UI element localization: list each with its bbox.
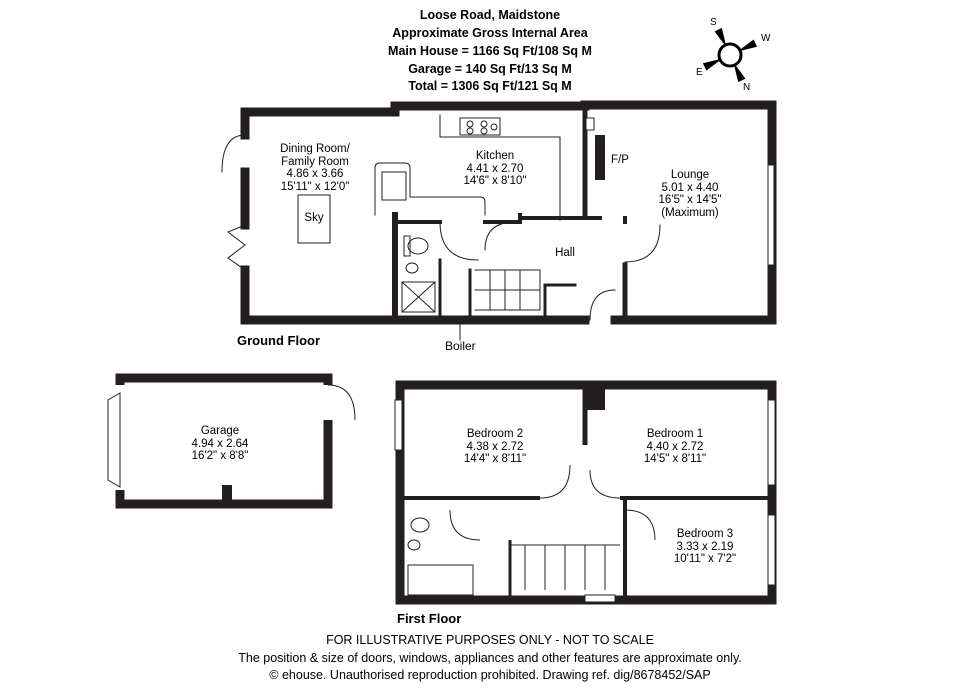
main-house-area: Main House = 1166 Sq Ft/108 Sq M — [388, 44, 592, 58]
lounge-label: Lounge 5.01 x 4.40 16'5" x 14'5" (Maximu… — [658, 169, 722, 219]
dining-room-label: Dining Room/ Family Room 4.86 x 3.66 15'… — [280, 143, 350, 193]
hall-label: Hall — [555, 247, 575, 259]
ground-floor-label: Ground Floor — [237, 333, 321, 348]
boiler-label: Boiler — [445, 339, 476, 353]
garage-area: Garage = 140 Sq Ft/13 Sq M — [408, 62, 572, 76]
first-floor-walls — [394, 380, 777, 605]
garage-label: Garage 4.94 x 2.64 16'2" x 8'8" — [191, 425, 249, 462]
total-area: Total = 1306 Sq Ft/121 Sq M — [408, 79, 572, 93]
fireplace-label: F/P — [611, 154, 629, 166]
bedroom3-label: Bedroom 3 3.33 x 2.19 10'11" x 7'2" — [673, 528, 737, 565]
garage-walls — [107, 373, 356, 509]
skylight-label: Sky — [304, 212, 324, 224]
ground-floor-walls — [221, 100, 777, 341]
disclaimer: FOR ILLUSTRATIVE PURPOSES ONLY - NOT TO … — [326, 633, 654, 647]
area-title: Approximate Gross Internal Area — [392, 26, 588, 40]
bedroom2-label: Bedroom 2 4.38 x 2.72 14'4" x 8'11" — [463, 428, 527, 465]
compass-north: N — [743, 82, 751, 93]
bedroom1-label: Bedroom 1 4.40 x 2.72 14'5" x 8'11" — [643, 428, 707, 465]
approximation-note: The position & size of doors, windows, a… — [238, 651, 742, 665]
copyright-note: © ehouse. Unauthorised reproduction proh… — [269, 668, 711, 682]
address-title: Loose Road, Maidstone — [419, 8, 561, 22]
first-floor-label: First Floor — [397, 611, 462, 626]
compass-west: W — [761, 33, 771, 44]
compass-south: S — [710, 17, 717, 28]
compass-east: E — [696, 67, 703, 78]
kitchen-label: Kitchen 4.41 x 2.70 14'6" x 8'10" — [463, 150, 527, 187]
